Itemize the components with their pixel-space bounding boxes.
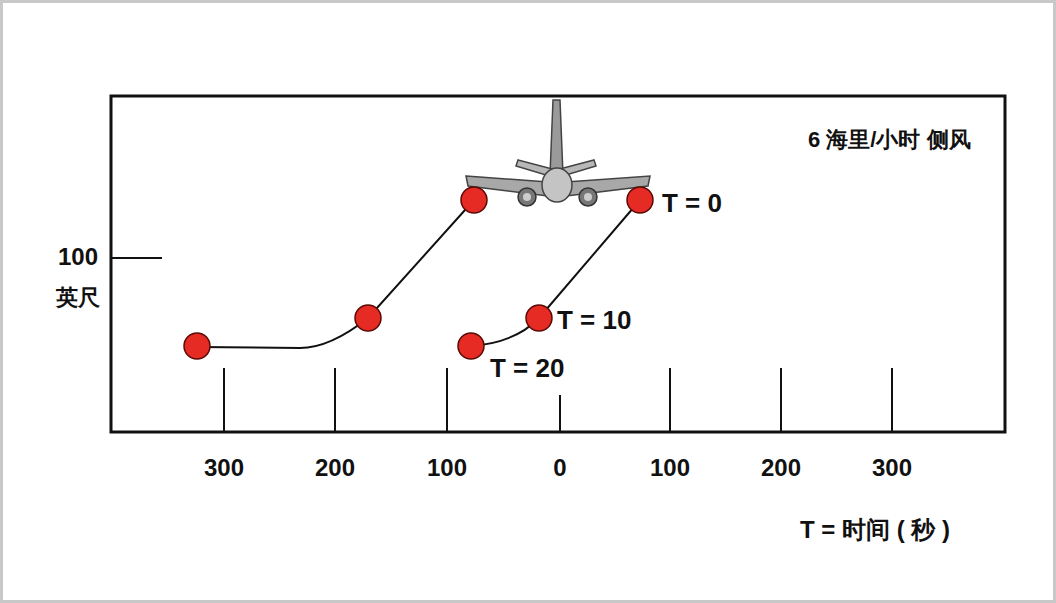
y-axis-value: 100 [58, 244, 98, 270]
x-axis-value: 100 [650, 455, 690, 481]
time-label: T = 0 [662, 189, 722, 218]
time-label: T = 10 [557, 306, 631, 335]
x-axis-value: 0 [553, 455, 566, 481]
vortex-dots [184, 187, 653, 359]
x-axis-value: 200 [761, 455, 801, 481]
wind-note: 6 海里/小时 侧风 [808, 128, 971, 152]
vortex-paths [197, 200, 640, 348]
x-axis-value: 100 [427, 455, 467, 481]
airplane [466, 100, 650, 206]
time-label: T = 20 [490, 354, 564, 383]
y-tick [112, 257, 162, 259]
x-axis-value: 200 [315, 455, 355, 481]
plot-frame [111, 96, 1005, 432]
axis-title: T = 时间 ( 秒 ) [800, 517, 950, 543]
x-axis-value: 300 [204, 455, 244, 481]
x-axis-value: 300 [872, 455, 912, 481]
y-axis-unit: 英尺 [56, 286, 100, 310]
